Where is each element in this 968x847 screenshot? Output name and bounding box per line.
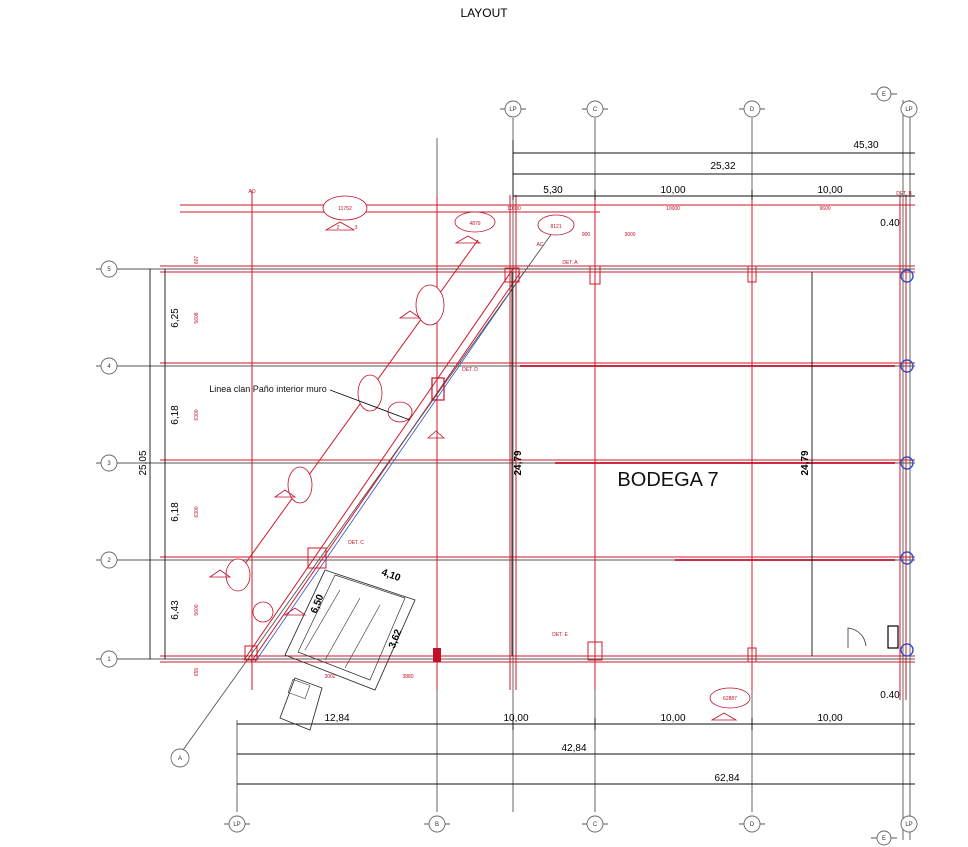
svg-text:LP: LP bbox=[509, 107, 516, 113]
dim-height-2: 24,79 bbox=[800, 450, 811, 475]
structure-lines bbox=[160, 190, 915, 700]
dim-bottom-offset: 0.40 bbox=[880, 690, 900, 701]
svg-text:A: A bbox=[178, 756, 182, 762]
dim-small-2: 10000 bbox=[666, 206, 680, 212]
svg-text:B: B bbox=[435, 822, 439, 828]
bubble-lp-bottom-right: LP bbox=[900, 815, 918, 833]
dim-left-1: 6,25 bbox=[170, 308, 181, 328]
cloud-number-b: 3 bbox=[355, 225, 358, 231]
detail-e: DET. E bbox=[552, 632, 568, 638]
bubble-a-diagonal: A bbox=[170, 748, 190, 768]
dim-small-6: 11752 bbox=[338, 206, 352, 212]
dim-left-small-2: 6300 bbox=[194, 409, 200, 420]
bubble-c-bottom: C bbox=[582, 815, 608, 833]
bubble-e-top: E bbox=[871, 86, 897, 102]
detail-b: DET. B bbox=[896, 191, 912, 197]
svg-text:C: C bbox=[593, 822, 598, 828]
dim-bottom-2: 10,00 bbox=[503, 713, 528, 724]
dim-left-4: 6,43 bbox=[170, 600, 181, 620]
bubble-d-top: D bbox=[739, 100, 765, 118]
bubble-lp-top: LP bbox=[500, 100, 526, 118]
bubble-row-3: 3 bbox=[96, 454, 122, 472]
cloud-number-a: 2 bbox=[337, 225, 340, 231]
dim-bottom-5: 42,84 bbox=[561, 743, 586, 754]
svg-text:3: 3 bbox=[107, 461, 111, 467]
dim-left-small-4: 5600 bbox=[194, 604, 200, 615]
room-label: BODEGA 7 bbox=[617, 469, 718, 491]
svg-text:2: 2 bbox=[107, 558, 111, 564]
dim-bottom-1: 12,84 bbox=[324, 713, 349, 724]
svg-text:5: 5 bbox=[107, 267, 111, 273]
columns bbox=[244, 265, 914, 663]
dim-bottom-6: 62,84 bbox=[714, 773, 739, 784]
dim-top-bay-1: 5,30 bbox=[543, 185, 563, 196]
dim-left-total: 25,05 bbox=[138, 450, 149, 475]
svg-text:E: E bbox=[882, 92, 886, 98]
dim-top-offset: 0.40 bbox=[880, 218, 900, 229]
door-symbol bbox=[847, 625, 899, 649]
detail-a: DET. A bbox=[562, 260, 578, 266]
dim-left-small-6: 607 bbox=[194, 256, 200, 265]
dim-small-8: 8121 bbox=[550, 224, 561, 230]
dim-height-1: 24,79 bbox=[513, 450, 524, 475]
bubble-d-bottom: D bbox=[739, 815, 765, 833]
tag-ao: AO bbox=[248, 189, 255, 195]
svg-text:D: D bbox=[750, 107, 755, 113]
dim-top-partial: 25,32 bbox=[710, 161, 735, 172]
dim-bottom-4: 10,00 bbox=[817, 713, 842, 724]
bubble-row-4: 4 bbox=[96, 357, 122, 375]
dim-top-total: 45,30 bbox=[853, 140, 878, 151]
svg-text:LP: LP bbox=[905, 822, 912, 828]
dim-bottom-3: 10,00 bbox=[660, 713, 685, 724]
svg-text:LP: LP bbox=[233, 822, 240, 828]
bubble-b-bottom: B bbox=[424, 815, 450, 833]
bubble-row-2: 2 bbox=[96, 551, 122, 569]
bubble-c-top: C bbox=[582, 100, 608, 118]
dim-left-small-1: 5608 bbox=[194, 312, 200, 323]
detail-c: DET. C bbox=[348, 540, 364, 546]
ramp-length: 6,50 bbox=[309, 593, 327, 616]
dim-left-3: 6,18 bbox=[170, 502, 181, 522]
bubble-lp-top-right: LP bbox=[900, 100, 918, 118]
dim-top-bay-3: 10,00 bbox=[817, 185, 842, 196]
dim-left-2: 6,18 bbox=[170, 405, 181, 425]
dim-bottom-small-3: 62887 bbox=[723, 696, 737, 702]
dim-small-7: 4879 bbox=[469, 221, 480, 227]
dim-top-bay-2: 10,00 bbox=[660, 185, 685, 196]
svg-text:4: 4 bbox=[107, 364, 111, 370]
svg-text:C: C bbox=[593, 107, 598, 113]
dim-small-4: 900 bbox=[582, 232, 591, 238]
bubble-e-bottom: E bbox=[871, 830, 897, 846]
dim-bottom-small-2: 3880 bbox=[402, 674, 413, 680]
diagonal-wall bbox=[182, 221, 561, 751]
svg-text:LP: LP bbox=[905, 107, 912, 113]
svg-text:E: E bbox=[882, 836, 886, 842]
interior-wall-note: Linea clan Paño interior muro bbox=[209, 384, 327, 394]
dimension-lines bbox=[149, 140, 915, 785]
tag-ac: AC bbox=[537, 242, 544, 248]
dim-small-5: 3000 bbox=[624, 232, 635, 238]
bubble-row-5: 5 bbox=[96, 260, 122, 278]
dim-small-1: 10000 bbox=[507, 206, 521, 212]
svg-text:1: 1 bbox=[107, 657, 111, 663]
svg-text:D: D bbox=[750, 822, 755, 828]
dim-left-small-5: 655 bbox=[194, 668, 200, 677]
dim-bottom-small-1: 3002 bbox=[324, 674, 335, 680]
page-title: LAYOUT bbox=[460, 6, 508, 20]
ramp-width: 4,10 bbox=[380, 567, 402, 584]
bubble-row-1: 1 bbox=[96, 650, 122, 668]
ramp-offset: 3,62 bbox=[387, 628, 405, 651]
detail-d: DET. D bbox=[462, 367, 478, 373]
dim-left-small-3: 6300 bbox=[194, 506, 200, 517]
dim-small-3: 9600 bbox=[819, 206, 830, 212]
revision-clouds bbox=[208, 195, 751, 721]
bubble-lp-bottom: LP bbox=[224, 815, 250, 833]
loading-ramp bbox=[279, 569, 416, 731]
